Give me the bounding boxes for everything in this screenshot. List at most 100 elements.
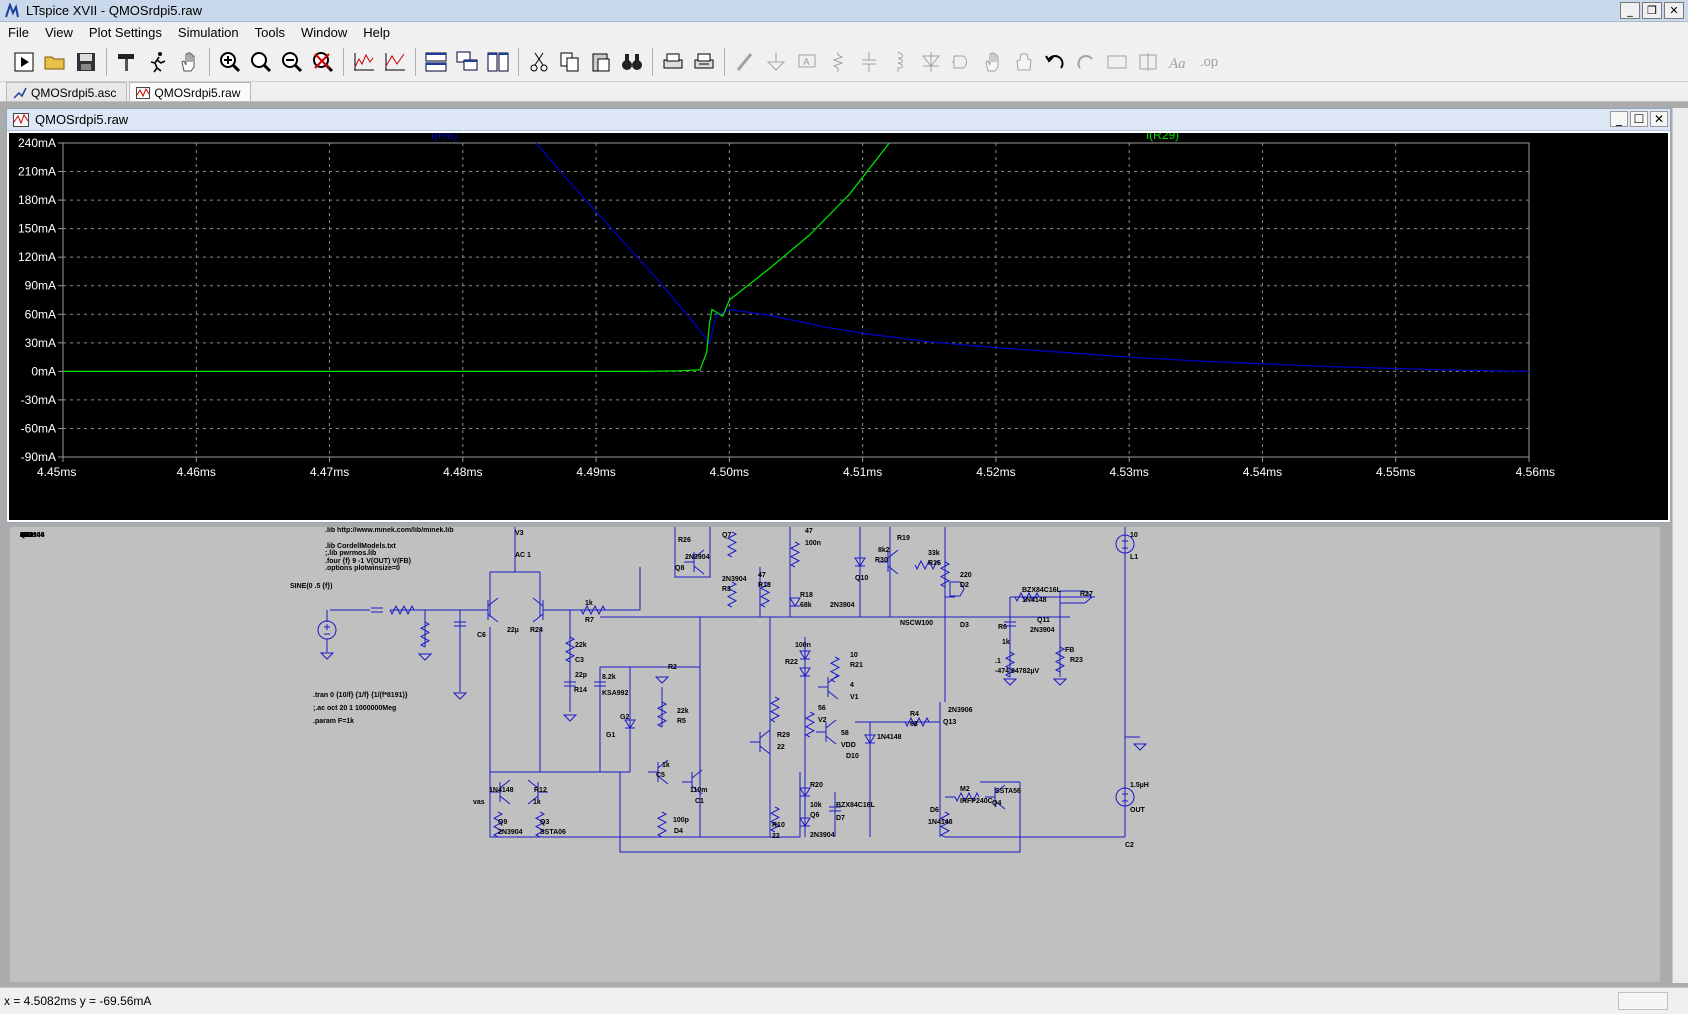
- zoom-cancel-icon[interactable]: [309, 48, 337, 76]
- component-icon[interactable]: [948, 48, 976, 76]
- cascade-windows-icon[interactable]: [453, 48, 481, 76]
- menu-bar: File View Plot Settings Simulation Tools…: [0, 22, 1688, 42]
- menu-tools[interactable]: Tools: [254, 24, 285, 40]
- move-hand-icon[interactable]: [979, 48, 1007, 76]
- capacitor-icon[interactable]: [855, 48, 883, 76]
- diode-symbol: [789, 597, 801, 607]
- toolbar-separator: [415, 47, 416, 76]
- close-button[interactable]: ✕: [1664, 2, 1684, 19]
- resistor-symbol: [829, 656, 841, 683]
- component-label: 4: [850, 682, 854, 689]
- component-label: R28: [20, 532, 33, 539]
- print-setup-icon[interactable]: [690, 48, 718, 76]
- component-label: V3: [515, 530, 524, 537]
- wire: [674, 527, 711, 578]
- paste-icon[interactable]: [587, 48, 615, 76]
- vertical-scrollbar[interactable]: [1672, 108, 1688, 983]
- net-label-icon[interactable]: A: [793, 48, 821, 76]
- plot-minimize-button[interactable]: _: [1610, 111, 1628, 127]
- component-label: Q10: [855, 575, 868, 582]
- capacitor-symbol: [454, 621, 466, 627]
- resistor-symbol: [1054, 646, 1066, 673]
- cut-icon[interactable]: [525, 48, 553, 76]
- inductor-icon[interactable]: [886, 48, 914, 76]
- zoom-in-icon[interactable]: [216, 48, 244, 76]
- mirror-icon[interactable]: [1134, 48, 1162, 76]
- waveform-icon: [136, 87, 151, 99]
- spice-directive-icon[interactable]: .op: [1196, 48, 1224, 76]
- resistor-symbol: [726, 581, 738, 608]
- print-icon[interactable]: [659, 48, 687, 76]
- resistor-icon[interactable]: [824, 48, 852, 76]
- rotate-icon[interactable]: [1103, 48, 1131, 76]
- component-label: 2N3904: [685, 554, 710, 561]
- component-label: 47: [20, 532, 28, 539]
- minimize-button[interactable]: _: [1620, 2, 1640, 19]
- resistor-symbol: [419, 621, 431, 648]
- tab-schematic[interactable]: QMOSrdpi5.asc: [6, 82, 128, 101]
- component-label: R14: [574, 687, 587, 694]
- open-folder-icon[interactable]: [41, 48, 69, 76]
- fb-port-symbol: [949, 581, 965, 597]
- menu-plot-settings[interactable]: Plot Settings: [88, 24, 162, 40]
- manual-limits-icon[interactable]: [381, 48, 409, 76]
- svg-text:Aa: Aa: [1168, 56, 1186, 72]
- component-label: 56: [818, 705, 826, 712]
- control-panel-hammer-icon[interactable]: [113, 48, 141, 76]
- trace-label[interactable]: I(R6): [431, 133, 458, 142]
- draw-wire-icon[interactable]: [731, 48, 759, 76]
- ground-icon[interactable]: [762, 48, 790, 76]
- menu-help[interactable]: Help: [363, 24, 390, 40]
- tile-vertical-icon[interactable]: [484, 48, 512, 76]
- save-icon[interactable]: [72, 48, 100, 76]
- ground-symbol: [1002, 678, 1018, 686]
- drag-hand-icon[interactable]: [1010, 48, 1038, 76]
- run-man-icon[interactable]: [144, 48, 172, 76]
- tab-waveform[interactable]: QMOSrdpi5.raw: [129, 82, 252, 101]
- component-label: R11: [20, 532, 33, 539]
- component-label: R27: [1080, 591, 1093, 598]
- tile-horizontal-icon[interactable]: [422, 48, 450, 76]
- resistor-symbol: [564, 636, 576, 663]
- component-label: D10: [846, 753, 859, 760]
- zoom-fit-icon[interactable]: [247, 48, 275, 76]
- component-label: 10k: [810, 802, 822, 809]
- transistor-symbol: [490, 779, 511, 805]
- menu-simulation[interactable]: Simulation: [177, 24, 239, 40]
- spice-directive: .lib http://www.minek.com/lib/minek.lib: [325, 527, 453, 534]
- menu-view[interactable]: View: [44, 24, 73, 40]
- zoom-out-icon[interactable]: [278, 48, 306, 76]
- autorange-icon[interactable]: [350, 48, 378, 76]
- restore-button[interactable]: ❐: [1642, 2, 1662, 19]
- plot-close-button[interactable]: ✕: [1650, 111, 1668, 127]
- trace-label[interactable]: I(R29): [1146, 133, 1179, 142]
- resistor-symbol: [804, 711, 816, 738]
- status-bar: x = 4.5082ms y = -69.56mA: [0, 987, 1688, 1014]
- redo-icon[interactable]: [1072, 48, 1100, 76]
- text-icon[interactable]: Aa: [1165, 48, 1193, 76]
- component-label: 22: [772, 833, 780, 840]
- component-label: R6: [998, 624, 1007, 631]
- x-tick-label: 4.52ms: [976, 465, 1015, 479]
- run-icon[interactable]: [10, 48, 38, 76]
- menu-window[interactable]: Window: [300, 24, 348, 40]
- copy-icon[interactable]: [556, 48, 584, 76]
- component-label: Q12: [20, 532, 33, 539]
- pan-hand-icon[interactable]: [175, 48, 203, 76]
- undo-icon[interactable]: [1041, 48, 1069, 76]
- waveform-chart[interactable]: 240mA210mA180mA150mA120mA90mA60mA30mA0mA…: [9, 133, 1668, 520]
- toolbar-separator: [724, 47, 725, 76]
- y-tick-label: 180mA: [18, 193, 56, 207]
- menu-file[interactable]: File: [8, 24, 29, 40]
- voltage-source-polarity: [1122, 791, 1128, 802]
- diode-icon[interactable]: [917, 48, 945, 76]
- series-line-ir29: [63, 143, 890, 373]
- spice-directive: .param F=1k: [313, 718, 354, 725]
- find-binoculars-icon[interactable]: [618, 48, 646, 76]
- transistor-symbol: [985, 784, 1006, 810]
- component-label: 33k: [928, 550, 940, 557]
- plot-maximize-button[interactable]: ☐: [1630, 111, 1648, 127]
